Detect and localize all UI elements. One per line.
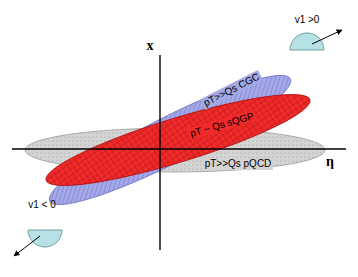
flow-arrow bbox=[14, 236, 40, 256]
region-label: pT>>Qs pQCD bbox=[203, 158, 274, 170]
flow-arrow bbox=[312, 30, 342, 44]
flow-label: v1 >0 bbox=[293, 14, 322, 26]
flow-label: v1 < 0 bbox=[26, 199, 58, 211]
detector bbox=[28, 230, 62, 247]
axis-label: x bbox=[145, 38, 156, 54]
x-axis bbox=[159, 55, 160, 250]
eta-axis bbox=[12, 148, 346, 149]
sqgp-ellipse bbox=[40, 79, 317, 202]
detector bbox=[290, 33, 324, 50]
axis-label: η bbox=[324, 154, 336, 170]
